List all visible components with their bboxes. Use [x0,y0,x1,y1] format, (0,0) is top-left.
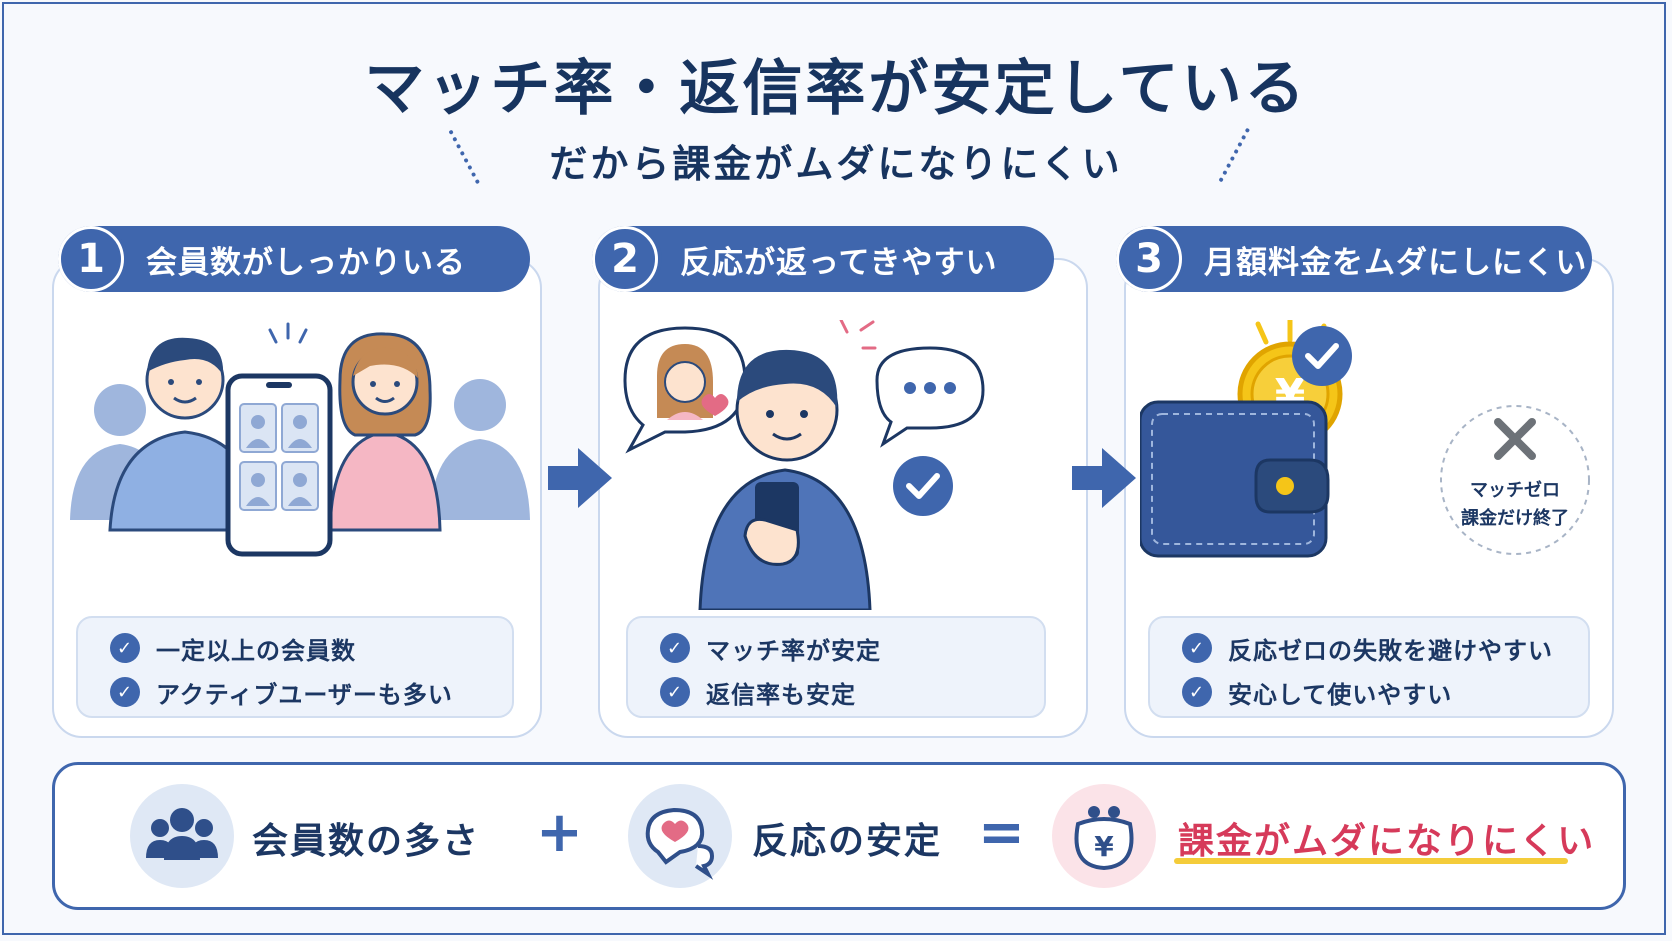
check-icon: ✓ [660,633,690,663]
arrow-right-icon [548,448,612,508]
check-icon: ✓ [660,677,690,707]
step-number: 2 [592,226,658,292]
woman-icon [328,332,442,532]
step-heading: 会員数がしっかりいる [146,244,466,281]
formula-middle: 反応の安定 [752,821,943,862]
step-number: 1 [58,226,124,292]
formula-result: 課金がムダになりにくい [1178,821,1596,862]
page-subtitle: だから課金がムダになりにくい [549,142,1123,186]
purse-symbol: ¥ [1094,830,1114,863]
step-badge-3: 3 月額料金をムダにしにくい [1116,226,1592,292]
step-heading: 月額料金をムダにしにくい [1204,244,1588,281]
speech-bubble-woman-icon [623,326,747,454]
attention-lines-icon [268,322,308,344]
wallet-icon [1140,400,1330,558]
arrow-right-icon [1072,448,1136,508]
coin-purse-icon: ¥ [1074,806,1134,871]
points-box-3: ✓反応ゼロの失敗を避けやすい ✓安心して使いやすい [1148,616,1590,718]
formula-left: 会員数の多さ [252,821,481,862]
highlight-underline [1174,858,1568,864]
wallet-illustration: ¥ マッチゼロ 課金だけ終了 [1140,320,1590,558]
members-circle [130,784,234,888]
check-circle-icon [1292,326,1352,386]
plus-sign: + [536,800,583,865]
man-with-phone-icon [698,349,872,610]
points-box-2: ✓マッチ率が安定 ✓返信率も安定 [626,616,1046,718]
step-number: 3 [1116,226,1182,292]
no-match-note: マッチゼロ 課金だけ終了 [1440,405,1590,555]
step-badge-1: 1 会員数がしっかりいる [58,226,530,292]
reply-illustration [623,320,985,610]
note-line-2: 課金だけ終了 [1461,507,1569,529]
savings-circle: ¥ [1052,784,1156,888]
man-icon [108,337,262,532]
list-item: ✓一定以上の会員数 [110,626,512,670]
check-icon: ✓ [110,677,140,707]
list-item: ✓返信率も安定 [660,670,1044,714]
crowd-illustration [70,322,530,557]
heart-chat-icon [645,807,715,880]
check-icon: ✓ [1182,677,1212,707]
step-badge-2: 2 反応が返ってきやすい [592,226,1054,292]
close-icon [1494,418,1536,460]
typing-bubble-icon [875,346,985,448]
list-item: ✓アクティブユーザーも多い [110,670,512,714]
step-heading: 反応が返ってきやすい [680,244,998,281]
equals-sign: = [978,800,1025,865]
points-box-1: ✓一定以上の会員数 ✓アクティブユーザーも多い [76,616,514,718]
check-icon: ✓ [110,633,140,663]
list-item: ✓マッチ率が安定 [660,626,1044,670]
smartphone-icon [225,373,333,557]
group-icon [146,808,218,860]
exclamation-lines-icon [839,320,877,350]
formula-bar [52,762,1626,910]
list-item: ✓反応ゼロの失敗を避けやすい [1182,626,1588,670]
page-title: マッチ率・返信率が安定している [364,54,1308,124]
note-line-1: マッチゼロ [1470,479,1560,501]
reaction-circle [628,784,732,888]
check-circle-icon [893,456,953,516]
check-icon: ✓ [1182,633,1212,663]
list-item: ✓安心して使いやすい [1182,670,1588,714]
